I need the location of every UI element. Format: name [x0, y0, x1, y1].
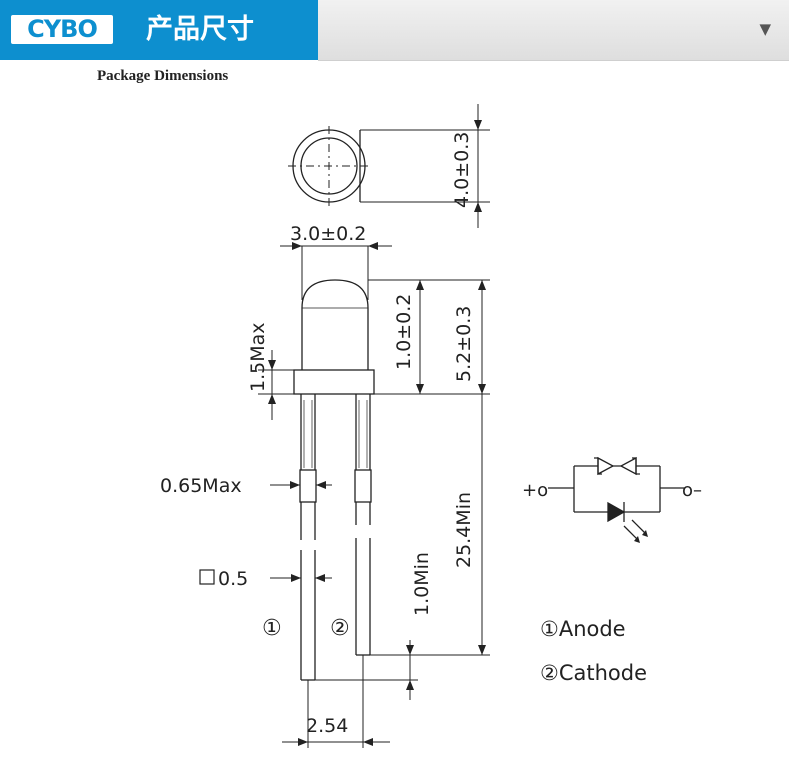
- triangle-down-icon[interactable]: ▼: [759, 20, 771, 38]
- schematic-plus: +o: [522, 480, 548, 501]
- dim-lead-length: 25.4Min: [453, 492, 475, 568]
- dim-body-height: 5.2±0.3: [453, 306, 475, 382]
- dim-lead-spacing: 2.54: [306, 715, 348, 737]
- side-view: [293, 279, 375, 681]
- page-header: CYBO 产品尺寸 ▼: [0, 0, 789, 61]
- square-symbol-icon: [199, 569, 215, 585]
- brand-panel: CYBO 产品尺寸: [0, 0, 318, 60]
- pin1-number: ①: [262, 616, 282, 641]
- package-title: Package Dimensions: [97, 68, 229, 84]
- pin2-number: ②: [330, 616, 350, 641]
- section-title: 产品尺寸: [146, 14, 254, 45]
- section-bar[interactable]: ▼: [318, 0, 789, 61]
- dim-lead-min: 1.0Min: [411, 552, 433, 616]
- dim-lens-diameter: 4.0±0.3: [451, 132, 473, 208]
- dim-lead-square: 0.5: [218, 568, 248, 590]
- schematic-minus: o–: [682, 480, 702, 501]
- pin1-legend: ①Anode: [540, 617, 626, 641]
- dim-dome-height: 1.0±0.2: [393, 294, 415, 370]
- schematic-symbol: [548, 456, 684, 541]
- pin2-legend: ②Cathode: [540, 661, 647, 685]
- dim-lead-width: 0.65Max: [160, 475, 242, 497]
- brand-logo: CYBO: [11, 15, 113, 44]
- dim-flange-height: 1.5Max: [247, 323, 269, 393]
- dim-body-width: 3.0±0.2: [290, 223, 366, 245]
